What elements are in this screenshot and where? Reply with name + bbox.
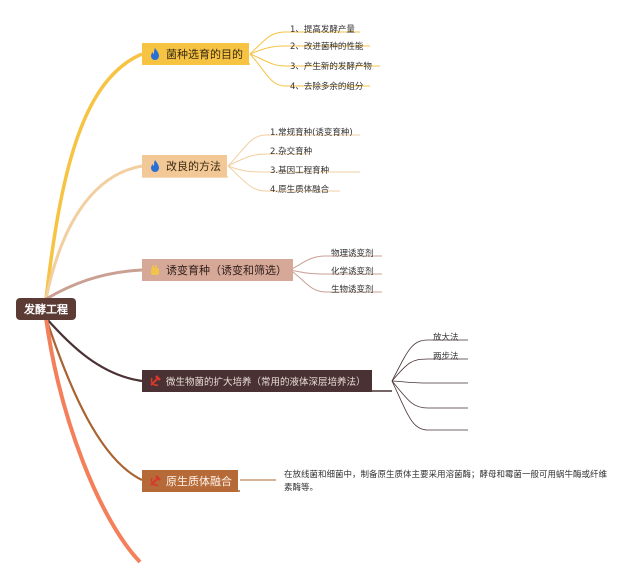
hammer-sickle-icon: [148, 474, 162, 488]
branch-label: 原生质体融合: [166, 475, 232, 488]
leaf-item: 物理诱变剂: [331, 249, 374, 259]
branch-connector-4: [45, 317, 143, 383]
branch-label: 菌种选育的目的: [166, 48, 243, 61]
leaf-item: 1、提高发酵产量: [290, 25, 355, 35]
leaf-item: 两步法: [433, 352, 459, 362]
hammer-sickle-icon: [148, 374, 162, 388]
branch-connector-5: [44, 317, 143, 481]
branch-connector-1: [44, 52, 143, 300]
branch-connector-3: [45, 268, 143, 301]
branch-connector-6: [44, 317, 142, 564]
leaf-item: 3、产生新的发酵产物: [290, 62, 372, 72]
leaf-item: 化学诱变剂: [331, 267, 374, 277]
leaf-item: 2.杂交育种: [270, 147, 313, 157]
protoplast-fusion-note: 在放线菌和细菌中，制备原生质体主要采用溶菌酶；酵母和霉菌一般可用蜗牛酶或纤维素酶…: [284, 470, 608, 494]
leaf-item: 放大法: [433, 333, 459, 343]
root-label: 发酵工程: [24, 303, 68, 316]
branch-label: 改良的方法: [166, 160, 221, 173]
branch-node-improvement-methods[interactable]: 改良的方法: [142, 155, 227, 177]
leaf-item: 4、去除多余的组分: [290, 82, 364, 92]
branch-node-scale-up-culture[interactable]: 微生物菌的扩大培养（常用的液体深层培养法）: [142, 370, 372, 392]
branch-label: 诱变育种（诱变和筛选）: [166, 264, 287, 277]
branch-label: 微生物菌的扩大培养（常用的液体深层培养法）: [166, 377, 366, 388]
branch-node-breeding-purpose[interactable]: 菌种选育的目的: [142, 43, 249, 65]
leaf-item: 1.常规育种(诱变育种): [270, 128, 353, 138]
branch-connector-2: [44, 164, 143, 300]
branch-node-protoplast-fusion[interactable]: 原生质体融合: [142, 470, 238, 492]
fire-icon: [148, 159, 162, 173]
leaf-item: 4.原生质体融合: [270, 185, 330, 195]
leaf-item: 3.基因工程育种: [270, 166, 330, 176]
root-node[interactable]: 发酵工程: [16, 298, 76, 320]
branch-node-mutation-breeding[interactable]: 诱变育种（诱变和筛选）: [142, 259, 293, 281]
hand-icon: [148, 263, 162, 277]
leaf-item: 2、改进菌种的性能: [290, 42, 364, 52]
leaf-item: 生物诱变剂: [331, 285, 374, 295]
fire-icon: [148, 47, 162, 61]
